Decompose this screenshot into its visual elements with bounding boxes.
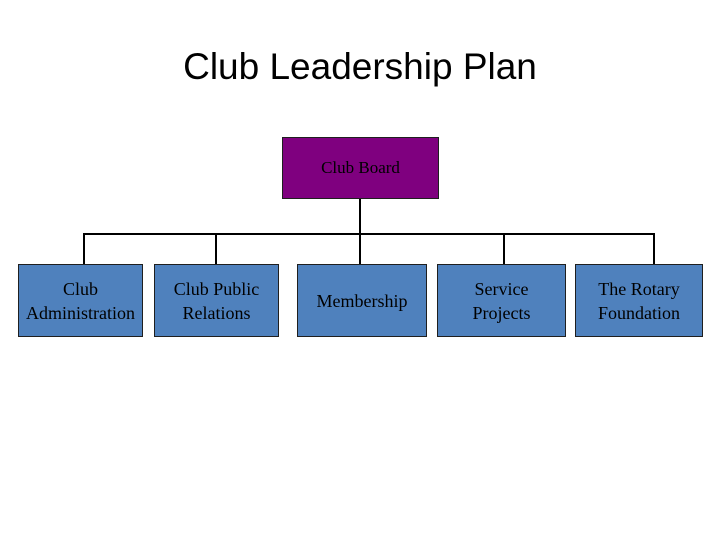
connector-horizontal-bus xyxy=(83,233,655,235)
node-label: The Rotary Foundation xyxy=(597,278,680,323)
node-club-public-relations: Club Public Relations xyxy=(154,264,279,337)
connector-drop-the-rotary-foundation xyxy=(653,233,655,264)
node-label: Club Board xyxy=(321,158,400,177)
connector-drop-service-projects xyxy=(503,233,505,264)
connector-drop-membership xyxy=(359,233,361,264)
node-the-rotary-foundation: The Rotary Foundation xyxy=(575,264,703,337)
node-club-board: Club Board xyxy=(282,137,439,199)
node-label: Club Public Relations xyxy=(173,278,260,323)
slide-title: Club Leadership Plan xyxy=(183,46,537,87)
node-club-administration: Club Administration xyxy=(18,264,143,337)
node-membership: Membership xyxy=(297,264,427,337)
node-label: Club Administration xyxy=(26,278,135,323)
connector-root-stem xyxy=(359,199,361,234)
node-service-projects: Service Projects xyxy=(437,264,566,337)
node-label: Membership xyxy=(316,290,408,311)
connector-drop-club-administration xyxy=(83,233,85,264)
connector-drop-club-public-relations xyxy=(215,233,217,264)
node-label: Service Projects xyxy=(472,278,531,323)
